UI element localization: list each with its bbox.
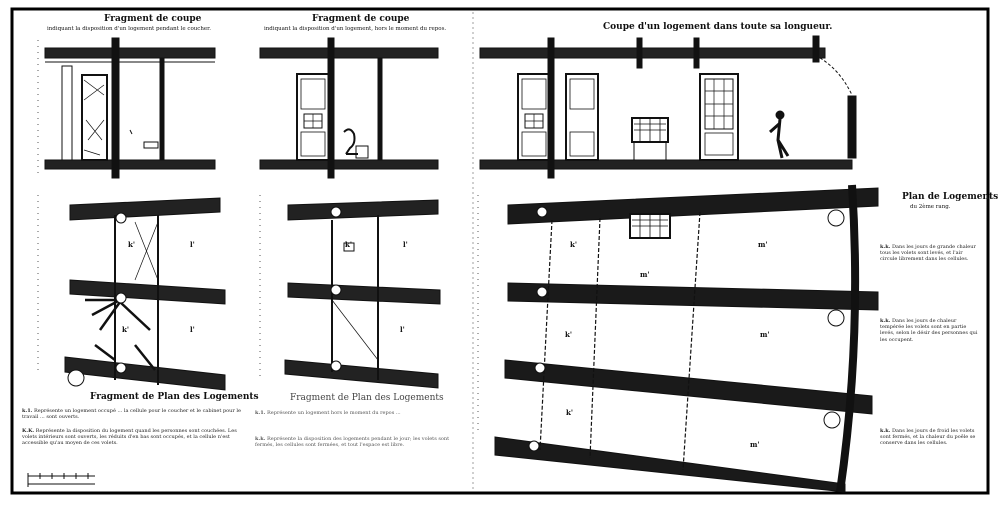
legend-mid-k1-label: k.1.: [255, 410, 266, 416]
right-panel-title: Plan de Logements: [902, 192, 999, 202]
right-panel-note-1: k.k. Dans les jours de grande chaleur to…: [880, 244, 980, 263]
plan-mid-title: Fragment de Plan des Logements: [290, 393, 444, 403]
outer-frame: [10, 7, 990, 495]
right-panel-note-3: k.k. Dans les jours de froid les volets …: [880, 428, 980, 447]
room-label: k': [565, 330, 572, 339]
room-label: k': [128, 240, 135, 249]
right-panel-note-3-label: k.k.: [880, 428, 891, 434]
room-label: k': [345, 240, 352, 249]
room-label: l': [190, 325, 195, 334]
legend-mid-k1-text: Représente un logement hors le moment du…: [267, 410, 401, 416]
right-panel-note-2-text: Dans les jours de chaleur tempérée les v…: [880, 318, 978, 343]
legend-left-k1-label: k.1.: [22, 408, 33, 414]
room-label: k': [566, 408, 573, 417]
section-full-title: Coupe d'un logement dans toute sa longue…: [603, 22, 833, 32]
scale-bar-left: [27, 473, 95, 487]
legend-left-kk: K.K. Représente la disposition du logeme…: [22, 428, 247, 447]
plan-left-drawing: [64, 197, 226, 391]
plan-left-title: Fragment de Plan des Logements: [90, 392, 259, 402]
section-sleeping-drawing: [44, 37, 216, 179]
right-panel-note-2: k.k. Dans les jours de chaleur tempérée …: [880, 318, 980, 343]
section-day-title: Fragment de coupe: [312, 14, 410, 24]
section-full-drawing: [479, 35, 857, 179]
legend-left-k1-text: Représente un logement occupé ... la cel…: [22, 408, 241, 421]
right-panel-note-2-label: k.k.: [880, 318, 891, 324]
room-label: m': [758, 240, 768, 249]
legend-mid-kk-label: k.k.: [255, 436, 266, 442]
room-label: k': [122, 325, 129, 334]
section-day-subtitle: indiquant la disposition d'un logement, …: [264, 26, 447, 32]
right-panel-note-1-label: k.k.: [880, 244, 891, 250]
legend-mid-kk-text: Représente la disposition des logements …: [255, 436, 450, 449]
room-label: m': [750, 440, 760, 449]
room-label: m': [640, 270, 650, 279]
legend-left-k1: k.1. Représente un logement occupé ... l…: [22, 408, 247, 420]
room-label: k': [570, 240, 577, 249]
right-panel-note-1-text: Dans les jours de grande chaleur tous le…: [880, 244, 976, 263]
section-sleeping-title: Fragment de coupe: [104, 14, 202, 24]
legend-left-kk-label: K.K.: [22, 428, 35, 434]
legend-mid-kk: k.k. Représente la disposition des logem…: [255, 436, 465, 448]
left-edge-tick-scale: [37, 40, 479, 430]
room-label: m': [760, 330, 770, 339]
room-label: l': [400, 325, 405, 334]
room-label: l': [190, 240, 195, 249]
section-sleeping-subtitle: indiquant la disposition d'un logement p…: [47, 26, 211, 32]
legend-mid-k1: k.1. Représente un logement hors le mome…: [255, 410, 465, 416]
plan-mid-drawing: [284, 199, 441, 389]
room-label: l': [403, 240, 408, 249]
section-day-drawing: [259, 37, 439, 179]
right-panel-note-3-text: Dans les jours de froid les volets sont …: [880, 428, 976, 447]
plan-right-drawing: [494, 184, 879, 493]
right-panel-subtitle: du 2ème rang.: [910, 204, 951, 210]
legend-left-kk-text: Représente la disposition du logement qu…: [22, 428, 237, 447]
